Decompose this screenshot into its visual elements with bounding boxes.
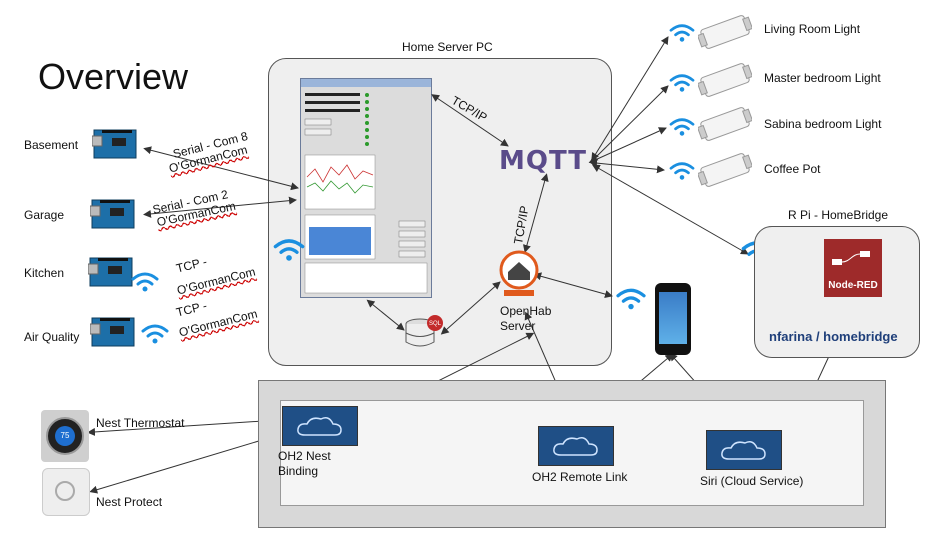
wifi-icon bbox=[669, 118, 695, 136]
wifi-icon bbox=[669, 74, 695, 92]
device-label-basement: Basement bbox=[24, 138, 79, 152]
arduino-board-icon bbox=[90, 317, 135, 347]
wifi-icon bbox=[669, 162, 695, 180]
wifi-icon bbox=[669, 24, 695, 42]
wifi-icon bbox=[273, 239, 305, 261]
window-titlebar bbox=[301, 79, 431, 87]
sql-database-icon: SQL bbox=[405, 315, 443, 347]
openhab-label-2: Server bbox=[500, 319, 536, 333]
arrow-thermostat-binding bbox=[87, 416, 279, 436]
cloud-label-remote-link: OH2 Remote Link bbox=[532, 470, 628, 484]
arrow-server-mqtt bbox=[431, 94, 509, 147]
device-label-kitchen: Kitchen bbox=[24, 266, 65, 280]
homebridge-label: nfarina / homebridge bbox=[769, 329, 898, 344]
smart-switch-icon bbox=[698, 15, 752, 49]
data-logger-window bbox=[300, 78, 432, 298]
cloud-label-nest-binding-1: OH2 Nest bbox=[278, 449, 331, 463]
page-title: Overview bbox=[38, 56, 189, 97]
smartphone-icon bbox=[655, 283, 691, 355]
thermostat-reading: 75 bbox=[55, 426, 75, 446]
light-label-sabina-bedroom: Sabina bedroom Light bbox=[764, 117, 882, 131]
node-red-logo: Node-RED bbox=[824, 239, 882, 297]
cloud-icon bbox=[706, 430, 782, 470]
device-label-air-quality: Air Quality bbox=[24, 330, 80, 344]
arrow-mqtt-openhab bbox=[523, 173, 549, 253]
arduino-board-icon bbox=[88, 257, 133, 287]
smart-switch-icon bbox=[698, 153, 752, 187]
node-red-label: Node-RED bbox=[828, 280, 878, 291]
home-server-label: Home Server PC bbox=[402, 40, 493, 54]
data-logger-content bbox=[304, 93, 428, 294]
arrow-mqtt-living bbox=[591, 36, 669, 161]
wifi-icon bbox=[131, 272, 159, 292]
cloud-label-siri: Siri (Cloud Service) bbox=[700, 474, 804, 488]
cloud-icon bbox=[282, 406, 358, 446]
arrow-mqtt-coffee bbox=[589, 159, 665, 174]
nest-thermostat-label: Nest Thermostat bbox=[96, 416, 185, 430]
cloud-icon bbox=[538, 426, 614, 466]
rpi-label: R Pi - HomeBridge bbox=[788, 208, 889, 222]
wifi-icon bbox=[141, 324, 169, 344]
arrow-server-sql bbox=[366, 299, 405, 331]
sql-badge-text: SQL bbox=[429, 321, 442, 327]
smart-switch-icon bbox=[698, 107, 752, 141]
nest-thermostat-icon: 75 bbox=[41, 410, 89, 462]
light-label-coffee-pot: Coffee Pot bbox=[764, 162, 821, 176]
arrow-sql-openhab bbox=[440, 281, 501, 335]
light-label-master-bedroom: Master bedroom Light bbox=[764, 71, 881, 85]
cloud-label-nest-binding-2: Binding bbox=[278, 464, 319, 478]
light-label-living-room: Living Room Light bbox=[764, 22, 861, 36]
smart-switch-icon bbox=[698, 63, 752, 97]
openhab-label-1: OpenHab bbox=[500, 304, 552, 318]
arrow-protect-binding bbox=[89, 432, 283, 494]
mqtt-logo: MQTT bbox=[499, 146, 588, 176]
arduino-board-icon bbox=[92, 129, 137, 159]
arrow-mqtt-sabina bbox=[588, 127, 667, 164]
arrow-basement-server bbox=[143, 146, 299, 191]
nest-protect-icon bbox=[42, 468, 90, 516]
arduino-board-icon bbox=[90, 199, 135, 229]
device-label-garage: Garage bbox=[24, 208, 65, 222]
node-red-flow-icon bbox=[832, 251, 870, 265]
arrow-openhab-phone bbox=[533, 272, 613, 298]
nest-protect-label: Nest Protect bbox=[96, 495, 163, 509]
wifi-icon bbox=[616, 288, 646, 310]
openhab-icon bbox=[499, 250, 539, 296]
arrow-mqtt-rpi bbox=[591, 164, 749, 255]
arrow-garage-server bbox=[143, 196, 297, 218]
